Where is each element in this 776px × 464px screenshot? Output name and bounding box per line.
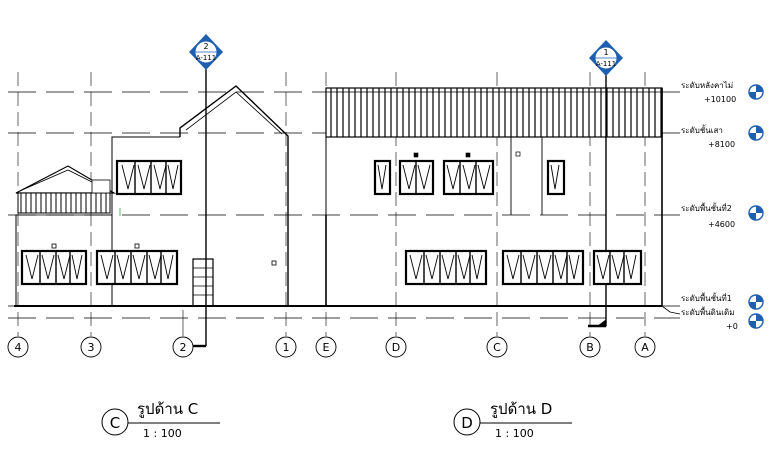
view-title-c-letter: C (110, 414, 120, 432)
grid-label-4: 4 (15, 341, 22, 354)
elevation-d (322, 62, 681, 328)
level-marker-icon (748, 294, 764, 310)
grid-label-3: 3 (88, 341, 95, 354)
view-title-c-name: รูปด้าน C (137, 400, 198, 418)
grid-label-a: A (641, 341, 649, 354)
level-marker-icon (748, 84, 764, 100)
section-marker-2-number: 2 (203, 42, 208, 51)
section-marker-2[interactable]: 2 A-111 (189, 34, 223, 70)
grid-bubble-e[interactable]: E (315, 336, 337, 358)
level-floor1[interactable]: ระดับพื้นชั้นที่1 (681, 292, 764, 310)
grid-label-c: C (493, 341, 501, 354)
grid-bubble-4[interactable]: 4 (7, 336, 29, 358)
grid-bubble-1[interactable]: 1 (275, 336, 297, 358)
window-c-lower-1 (20, 249, 88, 286)
window-d-upper-2 (398, 152, 435, 196)
view-title-c-scale: 1 : 100 (143, 427, 182, 440)
view-title-c[interactable]: C รูปด้าน C 1 : 100 (101, 400, 220, 440)
window-d-upper-3 (442, 152, 495, 196)
level-labels: ระดับหลังคาไม่ +10100 ระดับชั้นเสา +8100… (681, 81, 764, 331)
window-d-upper-4 (546, 159, 566, 196)
level-marker-icon (748, 313, 764, 329)
section-marker-1-sheet: A-111 (596, 60, 617, 68)
elevation-c-windows (20, 159, 183, 286)
level-floor2[interactable]: ระดับพื้นชั้นที่2 +4600 (681, 202, 764, 229)
section-marker-1-number: 1 (603, 48, 608, 57)
level-ground[interactable]: ระดับพื้นดินเดิม +0 (681, 306, 764, 331)
window-d-upper-1 (373, 159, 392, 196)
level-roof[interactable]: ระดับหลังคาไม่ +10100 (681, 81, 764, 104)
level-floor2-value: +4600 (708, 220, 735, 229)
window-d-lower-3 (592, 249, 643, 286)
window-c-lower-2 (95, 249, 179, 286)
grid-bubble-2[interactable]: 2 (172, 336, 194, 358)
level-marker-icon (748, 205, 764, 221)
level-roof-name: ระดับหลังคาไม่ (681, 81, 733, 90)
grid-bubble-3[interactable]: 3 (80, 336, 102, 358)
grid-label-e: E (323, 341, 330, 354)
level-column[interactable]: ระดับชั้นเสา +8100 (681, 124, 764, 149)
elevation-c (14, 62, 326, 348)
level-floor2-name: ระดับพื้นชั้นที่2 (681, 202, 732, 213)
level-roof-value: +10100 (704, 95, 736, 104)
window-c-upper (115, 159, 183, 196)
view-title-d-scale: 1 : 100 (495, 427, 534, 440)
grid-bubble-c[interactable]: C (486, 336, 508, 358)
grid-bubble-a[interactable]: A (634, 336, 656, 358)
view-title-d-name: รูปด้าน D (490, 400, 552, 418)
grid-label-d: D (392, 341, 400, 354)
window-d-lower-2 (501, 249, 585, 286)
grid-bubble-b[interactable]: B (579, 336, 601, 358)
level-ground-name: ระดับพื้นดินเดิม (681, 306, 734, 317)
level-column-name: ระดับชั้นเสา (681, 124, 723, 135)
grid-bubble-d[interactable]: D (385, 336, 407, 358)
grid-label-1: 1 (283, 341, 290, 354)
view-title-d[interactable]: D รูปด้าน D 1 : 100 (453, 400, 572, 440)
level-floor1-name: ระดับพื้นชั้นที่1 (681, 292, 732, 303)
elevation-d-windows (373, 152, 643, 286)
grid-label-b: B (586, 341, 594, 354)
window-d-lower-1 (404, 249, 488, 286)
section-marker-1[interactable]: 1 A-111 (589, 40, 623, 76)
view-title-d-letter: D (461, 414, 473, 432)
level-column-value: +8100 (708, 140, 735, 149)
level-marker-icon (748, 125, 764, 141)
section-marker-2-sheet: A-111 (196, 54, 217, 62)
grid-bubbles: 4 3 2 1 E D C B A (7, 336, 656, 358)
level-ground-value: +0 (726, 322, 738, 331)
grid-label-2: 2 (180, 341, 187, 354)
